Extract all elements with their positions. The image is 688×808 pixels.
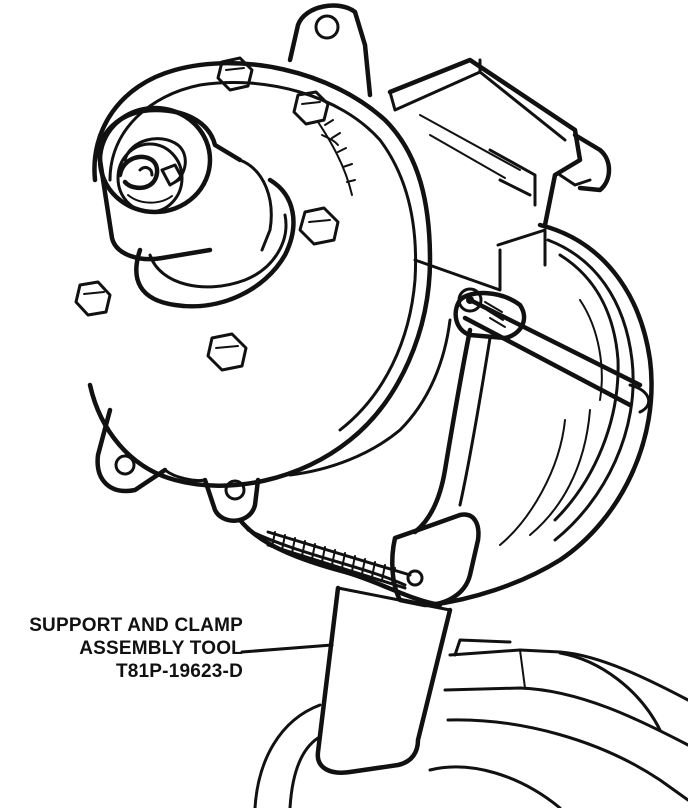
distributor-housing [387,57,654,608]
bolt-left [74,280,112,317]
mounting-flange [87,3,452,523]
tool-callout-label: SUPPORT AND CLAMP ASSEMBLY TOOL T81P-196… [0,614,243,683]
callout-leader-line [240,643,334,654]
bench-vise [253,638,688,808]
callout-line-1: SUPPORT AND CLAMP [29,615,243,636]
clamp-spring [266,530,412,590]
callout-line-2: ASSEMBLY TOOL [79,638,243,659]
bolt-top-left [216,56,254,92]
bolt-top-right [292,90,330,126]
support-clamp-tool [237,287,651,775]
shaft-assembly [97,105,296,309]
flange-bolts [74,56,340,372]
callout-line-3: T81P-19623-D [115,661,243,682]
bolt-right [298,206,340,246]
timing-scale [317,119,356,196]
bolt-bottom [206,332,248,372]
